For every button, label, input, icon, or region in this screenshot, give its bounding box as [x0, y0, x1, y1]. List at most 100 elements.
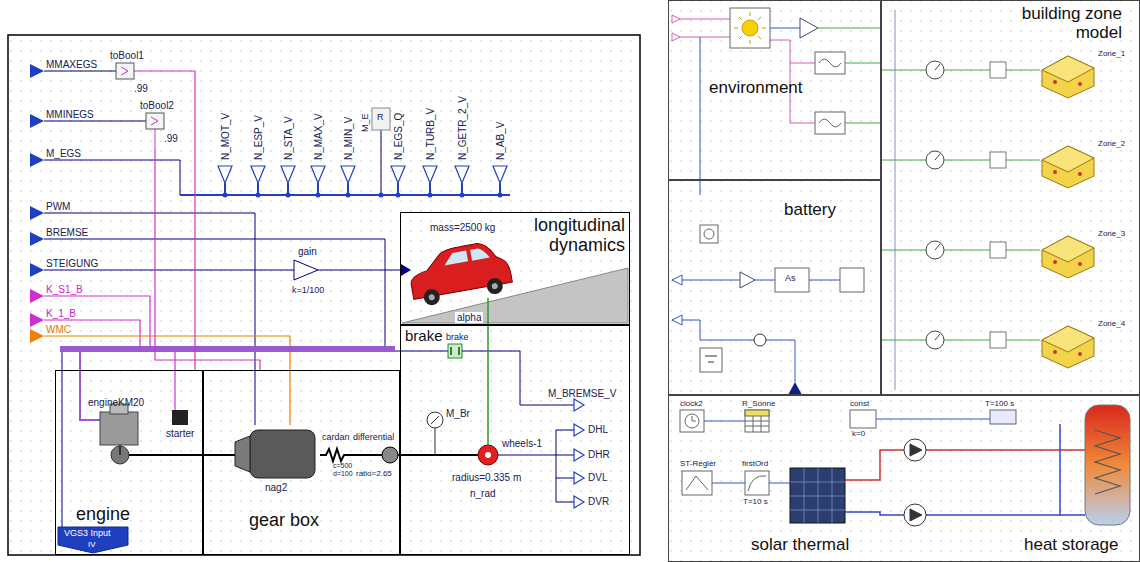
signal-wire	[44, 71, 448, 527]
boolean-wire	[134, 71, 160, 72]
engine-icon	[100, 412, 138, 445]
block-symbol-text: R	[377, 113, 384, 123]
zone-wiring	[881, 160, 1040, 161]
house-icon	[1078, 82, 1082, 86]
input-port	[30, 263, 44, 277]
environment-wiring	[700, 37, 701, 195]
solar-control	[680, 410, 704, 432]
output-port	[391, 166, 405, 183]
component-name: clock2	[680, 400, 703, 409]
zone-wiring	[881, 70, 1040, 71]
output-port	[493, 166, 507, 183]
output-port	[455, 166, 469, 183]
input-port	[30, 206, 44, 220]
battery-circuit	[775, 268, 809, 292]
output-bus	[225, 183, 500, 195]
signal-connection	[155, 150, 260, 370]
boolean-wire	[155, 129, 156, 150]
battery-circuit	[672, 225, 864, 395]
house-icon	[1053, 260, 1057, 264]
output-signal-name: N_EGS_Q	[393, 113, 404, 160]
solar-control	[682, 471, 712, 495]
input-port	[30, 232, 44, 246]
starter-icon	[172, 410, 188, 425]
solar-collector	[790, 468, 845, 523]
connector-bus	[80, 352, 100, 420]
house-icon	[1042, 56, 1094, 98]
house-icon	[1042, 146, 1094, 172]
car-icon	[470, 247, 490, 261]
vgs3-input-port	[58, 527, 128, 553]
input-port	[30, 313, 44, 327]
speed-sensor	[435, 428, 436, 455]
subsystem-box: solar thermalheat storage	[668, 395, 1140, 562]
connector-bus	[60, 346, 395, 352]
output-port	[574, 399, 584, 411]
house-icon	[1053, 350, 1057, 354]
engine-icon	[111, 446, 129, 464]
house-icon	[1078, 352, 1082, 356]
storage-tank	[1085, 405, 1130, 525]
wheel-icon	[485, 452, 491, 458]
component-name: ST-Regler	[680, 460, 716, 469]
differential-icon	[382, 447, 398, 463]
weather-block	[730, 8, 845, 134]
car-icon	[423, 288, 442, 307]
environment-wiring	[672, 33, 680, 41]
port-name: IV	[88, 541, 96, 550]
signal-wire	[62, 352, 63, 527]
solar-control	[745, 410, 769, 432]
solar-control	[745, 471, 769, 495]
component-name: cardan	[322, 433, 350, 443]
output-signal-name: N_STA_V	[283, 116, 294, 160]
vgs3-input-port	[58, 527, 128, 553]
parameter-label: ratio=2.65	[356, 470, 392, 479]
solar-control	[692, 416, 696, 421]
output-port	[251, 166, 265, 183]
output-port	[423, 166, 437, 183]
temperature-gauge	[926, 61, 1006, 349]
node-title: environment	[709, 79, 803, 98]
component-name: starter	[166, 428, 194, 439]
temperature-gauge	[990, 332, 1006, 348]
signal-wire	[138, 121, 146, 122]
subsystem-box: building zone model	[881, 0, 1140, 395]
environment-wiring	[672, 15, 680, 23]
output-port	[341, 166, 355, 183]
output-port	[574, 449, 584, 461]
input-port	[30, 64, 44, 78]
bus-junction	[428, 193, 433, 198]
battery-circuit	[682, 320, 795, 382]
house-icon	[1078, 262, 1082, 266]
pipe	[845, 424, 1085, 515]
brake-icon	[451, 347, 459, 355]
input-port	[401, 264, 411, 276]
input-port	[30, 329, 44, 343]
parameter-label: mass=2500 kg	[430, 222, 495, 233]
output-signal-name: N_AB_V	[495, 122, 506, 160]
weather-block	[815, 52, 845, 74]
weather-block	[730, 8, 770, 48]
component-name: firstOrd	[742, 460, 768, 469]
output-port	[281, 166, 295, 183]
gearbox-icon	[235, 430, 315, 478]
solar-control	[712, 483, 790, 484]
battery-circuit	[840, 268, 864, 292]
signal-wire	[44, 71, 108, 72]
output-signal-name: DVL	[588, 472, 607, 483]
port-name: alpha	[455, 312, 483, 323]
subsystem-box: environment	[668, 0, 881, 180]
parameter-label: T=100 s	[985, 400, 1014, 409]
drive-shaft	[129, 454, 235, 456]
parameter-label: T=10 s	[743, 498, 768, 507]
to-bool-symbol	[146, 113, 164, 129]
house-icon	[1042, 236, 1094, 278]
parameter-label: d=100	[333, 470, 353, 478]
house-icon	[1078, 172, 1082, 176]
output-port	[574, 424, 584, 436]
input-signal-name: PWM	[46, 201, 70, 212]
input-port	[30, 289, 44, 303]
house-icon	[1042, 326, 1094, 352]
